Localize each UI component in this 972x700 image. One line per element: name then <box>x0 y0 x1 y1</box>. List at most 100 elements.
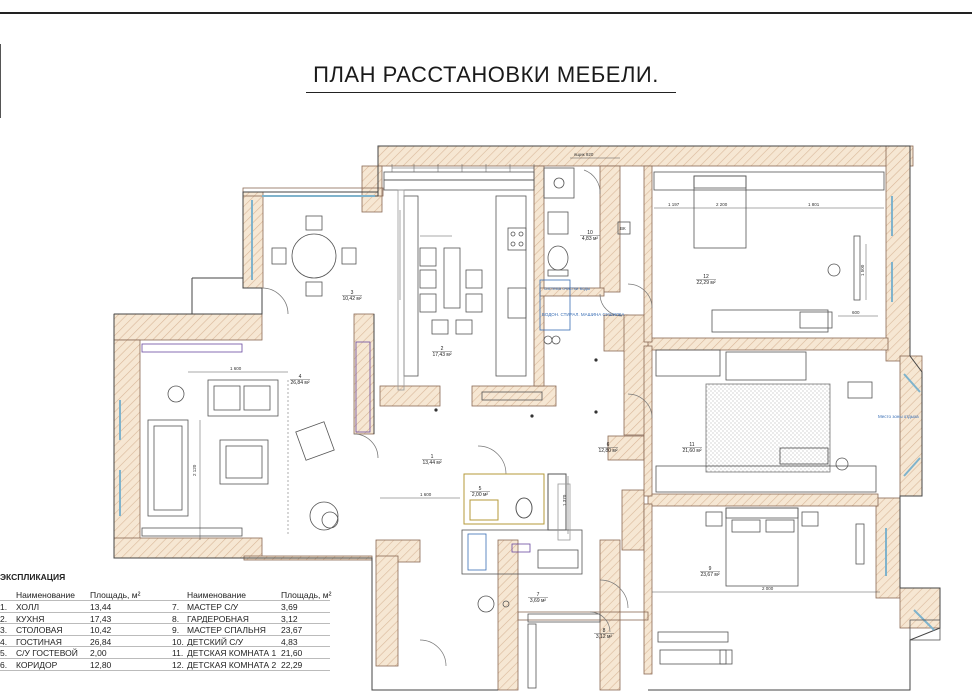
dim-920: ящик 920 <box>574 152 594 157</box>
legend-header-area-right: Площадь, м² <box>281 590 332 600</box>
room-area-label: 23,67 м² <box>700 572 719 578</box>
room-area-label: 17,43 м² <box>432 352 451 358</box>
door-swings <box>419 169 653 667</box>
legend-header-area-left: Площадь, м² <box>90 590 141 600</box>
title-underline <box>306 92 676 93</box>
legend-header-name-right: Наименование <box>187 590 246 600</box>
dining-furniture <box>261 215 357 315</box>
dim-1600b: 1 600 <box>420 492 432 497</box>
legend-row: 4. ГОСТИНАЯ 26,84 10.ДЕТСКИЙ С/У 4,83 <box>0 637 330 648</box>
legend-left-area: 2,00 <box>90 648 107 659</box>
legend-right-area: 23,67 <box>281 625 303 636</box>
exterior-walls <box>113 145 941 691</box>
room-number-label: 8 <box>603 628 606 634</box>
legend-rule <box>0 623 330 625</box>
room-area-label: 12,80 м² <box>598 448 617 454</box>
legend-rule <box>0 658 330 659</box>
legend-left-name: ГОСТИНАЯ <box>16 636 62 647</box>
guest-wc-fixtures <box>463 473 567 531</box>
room-area-label: 3,69 м² <box>530 598 547 604</box>
dimension-lines <box>188 157 884 593</box>
legend-left-area: 12,80 <box>90 660 112 670</box>
kids-room-2-furniture <box>653 171 885 333</box>
dim-2120: 2 120 <box>192 464 197 476</box>
legend-right-area: 22,29 <box>281 660 303 670</box>
legend-left-num: 4. <box>0 636 8 647</box>
frame-top-border <box>0 12 972 14</box>
note-rest-zone: Место зоны отдыха <box>878 414 919 419</box>
legend-right-num: 10. <box>172 636 184 647</box>
room-area-label: 21,60 м² <box>682 448 701 454</box>
corridor-marks <box>434 358 598 418</box>
room-number-label: 6 <box>607 442 610 448</box>
dim-1600a: 1 600 <box>230 366 242 371</box>
legend-left-area: 26,84 <box>90 636 112 647</box>
note-water-filter: система очистки воды <box>544 286 590 291</box>
kitchen-furniture <box>383 171 543 401</box>
legend-rule <box>0 634 330 636</box>
room-area-label: 2,00 м² <box>472 492 489 498</box>
room-number-label: 7 <box>537 592 540 598</box>
legend-right-area: 21,60 <box>281 648 303 659</box>
legend-right-name: ГАРДЕРОБНАЯ <box>187 613 249 624</box>
legend-right-area: 4,83 <box>281 636 298 647</box>
legend-left-name: ХОЛЛ <box>16 602 40 612</box>
legend-left-area: 10,42 <box>90 625 112 636</box>
kids-bathroom-fixtures <box>539 167 631 345</box>
dim-1370: 1 370 <box>562 494 567 506</box>
kitchen-dimension-ticks <box>391 164 535 300</box>
legend-right-area: 3,69 <box>281 602 298 612</box>
living-furniture <box>141 341 379 537</box>
frame-left-mark <box>0 44 1 118</box>
dim-600: 600 <box>852 310 860 315</box>
legend-right-name: ДЕТСКИЙ С/У <box>187 636 244 647</box>
master-bath-fixtures <box>461 483 601 689</box>
dim-1197: 1 197 <box>668 202 680 207</box>
apartment-outline <box>113 145 941 691</box>
dimension-labels: 1 600 2 120 1 600 1 197 2 200 1 801 2 00… <box>192 152 865 591</box>
master-bedroom-furniture <box>657 507 941 665</box>
room-area-label: 3,12 м² <box>596 634 613 640</box>
legend-header: Наименование Площадь, м² Наименование Пл… <box>0 590 332 600</box>
legend-right-name: ДЕТСКАЯ КОМНАТА 2 <box>187 660 277 670</box>
note-laundry: ВОДОН. СТИРАЛ. МАШИНА СУШИЛКА <box>542 312 624 317</box>
legend-right-name: МАСТЕР С/У <box>187 602 239 612</box>
legend-right-num: 11. <box>172 648 184 659</box>
note-bk: ВК <box>620 226 626 231</box>
legend-right-num: 7. <box>172 602 180 612</box>
plan-notes: система очистки воды ВОДОН. СТИРАЛ. МАШИ… <box>542 226 919 419</box>
dim-2000: 2 000 <box>762 586 774 591</box>
room-number-label: 2 <box>441 346 444 352</box>
legend-right-num: 9. <box>172 625 180 636</box>
legend-left-num: 1. <box>0 602 8 612</box>
legend-right-area: 3,12 <box>281 613 298 624</box>
room-number-label: 4 <box>299 374 302 380</box>
room-area-label: 10,42 м² <box>342 296 361 302</box>
legend-rule <box>0 646 330 648</box>
legend-right-name: ДЕТСКАЯ КОМНАТА 1 <box>187 648 277 659</box>
legend-left-name: КУХНЯ <box>16 613 45 624</box>
room-area-label: 26,84 м² <box>290 380 309 386</box>
legend-left-name: С/У ГОСТЕВОЙ <box>16 648 78 659</box>
legend-left-num: 2. <box>0 613 8 624</box>
room-number-label: 1 <box>431 454 434 460</box>
dim-1500: 1 500 <box>860 264 865 276</box>
legend-header-name-left: Наименование <box>16 590 75 600</box>
legend-left-num: 6. <box>0 660 8 670</box>
legend-right-name: МАСТЕР СПАЛЬНЯ <box>187 625 266 636</box>
legend-left-area: 17,43 <box>90 613 112 624</box>
plan-title: ПЛАН РАССТАНОВКИ МЕБЕЛИ. <box>313 62 659 87</box>
dim-1801: 1 801 <box>808 202 820 207</box>
room-area-label: 22,29 м² <box>696 280 715 286</box>
legend-right-num: 12. <box>172 660 184 670</box>
dim-2200: 2 200 <box>716 202 728 207</box>
room-area-label: 4,83 м² <box>582 236 599 242</box>
room-number-label: 3 <box>351 290 354 296</box>
room-number-label: 11 <box>689 442 694 448</box>
